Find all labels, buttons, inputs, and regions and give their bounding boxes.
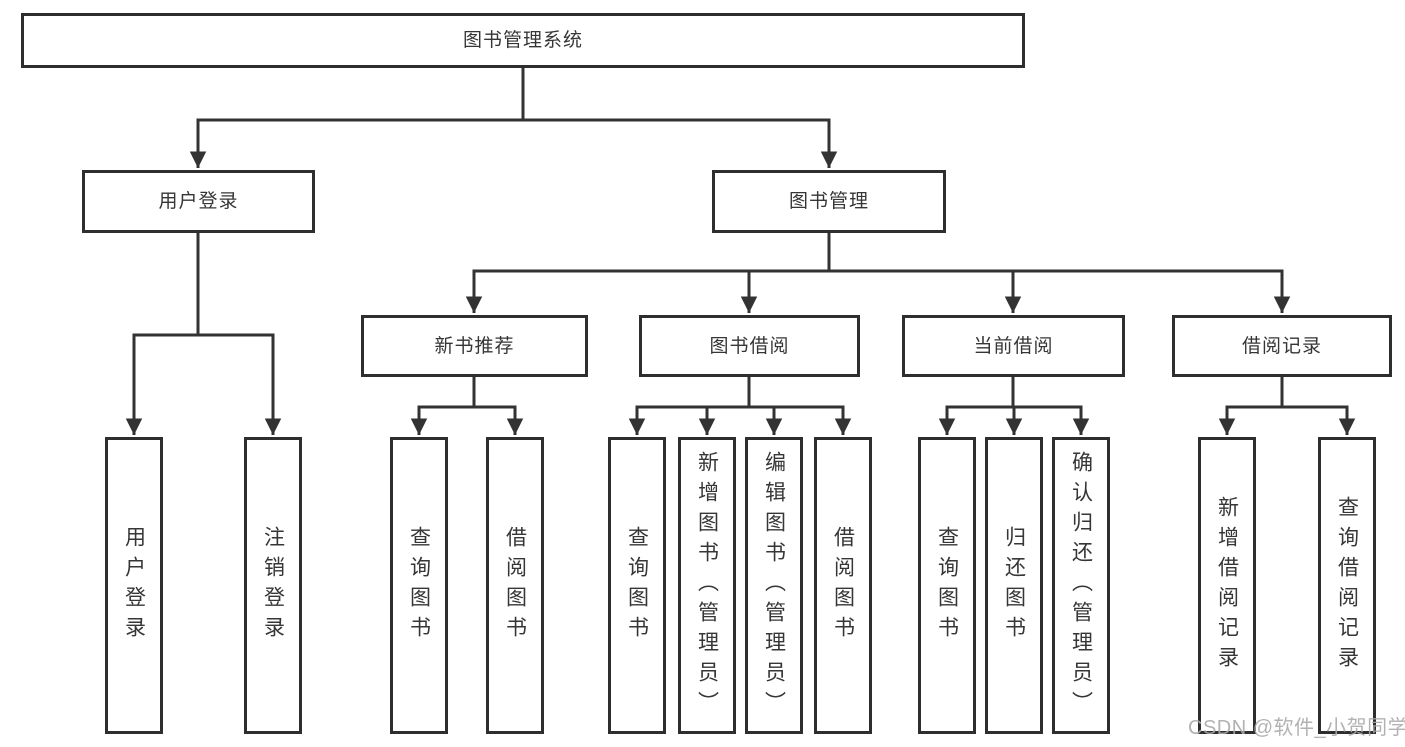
node-book-management: 图书管理 [712,170,946,233]
node-borrowing-records-label: 借阅记录 [1241,335,1322,357]
watermark: CSDN @软件_小贺同学 [1188,717,1405,739]
node-book-borrowing: 图书借阅 [639,315,860,377]
leaf-bb-add-books-admin-label: 新增图书（管理员） [695,450,719,721]
node-root: 图书管理系统 [21,13,1025,68]
node-new-book-recommendation: 新书推荐 [361,315,588,377]
leaf-bb-query-books-label: 查询图书 [625,525,649,646]
leaf-br-add-record: 新增借阅记录 [1198,437,1256,734]
leaf-bb-edit-books-admin: 编辑图书（管理员） [745,437,803,734]
leaf-cb-return-books-label: 归还图书 [1002,525,1026,646]
leaf-bb-edit-books-admin-label: 编辑图书（管理员） [762,450,786,721]
node-user-login-label: 用户登录 [158,191,239,212]
leaf-cb-confirm-return-admin: 确认归还（管理员） [1052,437,1110,734]
leaf-cb-confirm-return-admin-label: 确认归还（管理员） [1069,450,1093,721]
node-book-borrowing-label: 图书借阅 [709,335,790,357]
node-borrowing-records: 借阅记录 [1172,315,1392,377]
leaf-bb-query-books: 查询图书 [608,437,666,734]
leaf-nb-query-books: 查询图书 [390,437,448,734]
node-root-label: 图书管理系统 [462,30,583,51]
leaf-br-add-record-label: 新增借阅记录 [1215,495,1239,676]
node-current-borrowing: 当前借阅 [902,315,1125,377]
leaf-nb-query-books-label: 查询图书 [407,525,431,646]
leaf-bb-borrow-books-label: 借阅图书 [831,525,855,646]
leaf-logout-label: 注销登录 [261,525,285,646]
leaf-cb-query-books: 查询图书 [918,437,976,734]
leaf-logout: 注销登录 [244,437,302,734]
leaf-nb-borrow-books: 借阅图书 [486,437,544,734]
leaf-nb-borrow-books-label: 借阅图书 [503,525,527,646]
leaf-user-login-label: 用户登录 [122,525,146,646]
node-book-management-label: 图书管理 [788,191,869,212]
leaf-bb-add-books-admin: 新增图书（管理员） [678,437,736,734]
leaf-cb-query-books-label: 查询图书 [935,525,959,646]
node-current-borrowing-label: 当前借阅 [973,335,1054,357]
leaf-bb-borrow-books: 借阅图书 [814,437,872,734]
node-new-book-recommendation-label: 新书推荐 [434,335,515,357]
node-user-login: 用户登录 [82,170,315,233]
leaf-cb-return-books: 归还图书 [985,437,1043,734]
leaf-br-query-record-label: 查询借阅记录 [1335,495,1359,676]
leaf-br-query-record: 查询借阅记录 [1318,437,1376,734]
leaf-user-login: 用户登录 [105,437,163,734]
